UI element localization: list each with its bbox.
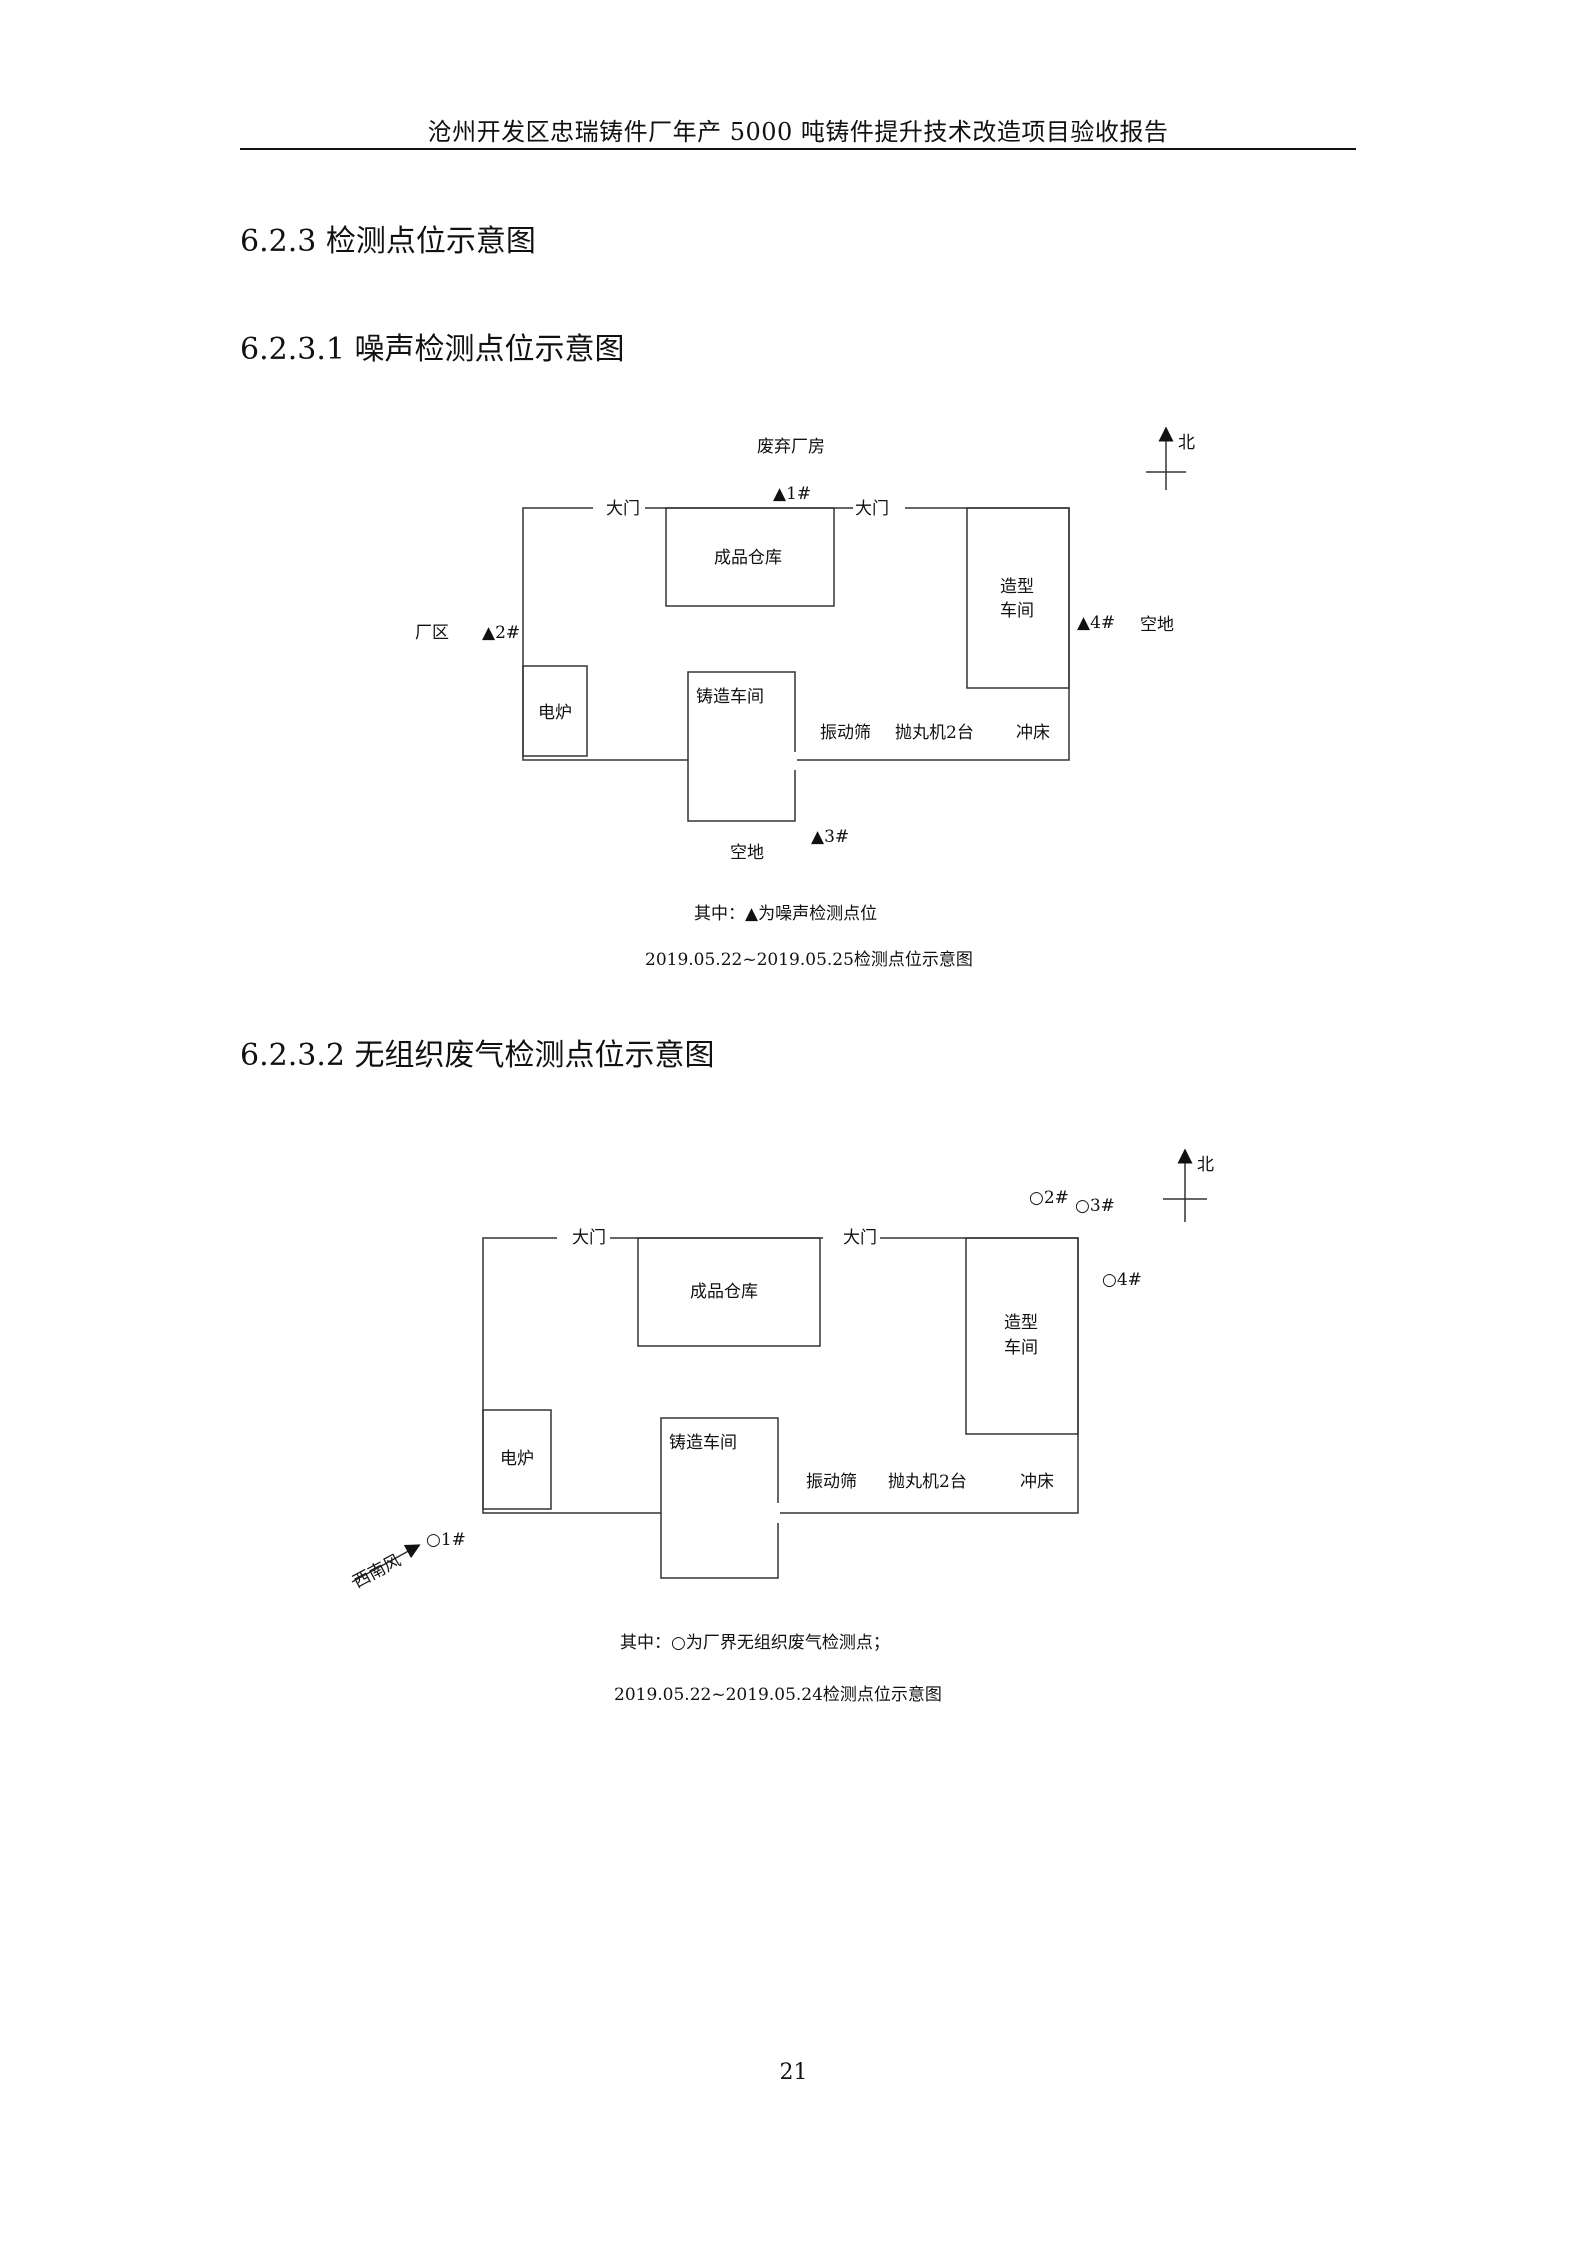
casting-workshop-label: 铸造车间 xyxy=(696,687,764,707)
gas-point-2: ○2# xyxy=(1029,1188,1069,1208)
section-heading-6-2-3-2: 6.2.3.2 无组织废气检测点位示意图 xyxy=(240,1038,715,1073)
gas-diagram-labels: 大门 大门 成品仓库 造型 车间 ○2# ○3# ○4# 电炉 铸造车间 振动筛… xyxy=(350,1155,1214,1592)
document-header: 沧州开发区忠瑞铸件厂年产 5000 吨铸件提升技术改造项目验收报告 xyxy=(427,118,1169,146)
gas-molding-label-line2: 车间 xyxy=(1004,1338,1038,1358)
gas-casting-workshop-label: 铸造车间 xyxy=(669,1433,737,1453)
gas-gate-right-label: 大门 xyxy=(843,1228,877,1248)
header-rule xyxy=(240,148,1356,150)
gas-vibrating-screen-label: 振动筛 xyxy=(806,1472,857,1492)
wind-arrow xyxy=(351,1544,421,1583)
section-heading-6-2-3-1: 6.2.3.1 噪声检测点位示意图 xyxy=(240,332,625,367)
factory-boundary-left xyxy=(522,507,688,761)
gas-gate-left-label: 大门 xyxy=(572,1228,606,1248)
gas-point-3: ○3# xyxy=(1075,1196,1115,1216)
noise-caption: 2019.05.22~2019.05.25检测点位示意图 xyxy=(645,950,973,970)
gas-diagram xyxy=(351,1148,1207,1583)
noise-point-4: ▲4# xyxy=(1077,613,1115,633)
gas-legend: 其中：○为厂界无组织废气检测点； xyxy=(620,1633,890,1653)
gas-caption: 2019.05.22~2019.05.24检测点位示意图 xyxy=(614,1685,942,1705)
molding-workshop-block xyxy=(966,507,1070,689)
abandoned-plant-label: 废弃厂房 xyxy=(757,437,825,457)
noise-diagram-labels: 废弃厂房 大门 ▲1# 大门 成品仓库 造型 车间 厂区 ▲2# ▲4# 空地 … xyxy=(415,433,1195,863)
warehouse-block xyxy=(665,507,835,607)
molding-label-line2: 车间 xyxy=(1000,601,1034,621)
gate-right-label: 大门 xyxy=(855,499,889,519)
noise-legend: 其中：▲为噪声检测点位 xyxy=(694,904,877,924)
gas-warehouse-block xyxy=(637,1237,821,1347)
furnace-label: 电炉 xyxy=(538,703,572,723)
gas-boundary-left xyxy=(482,1237,661,1514)
warehouse-label: 成品仓库 xyxy=(714,548,782,568)
open-ground-right-label: 空地 xyxy=(1140,615,1174,635)
noise-diagram xyxy=(522,426,1186,822)
gas-warehouse-label: 成品仓库 xyxy=(690,1282,758,1302)
furnace-block xyxy=(522,665,588,757)
page-number: 21 xyxy=(779,2060,808,2085)
casting-workshop-block xyxy=(687,671,796,822)
molding-label-line1: 造型 xyxy=(1000,577,1034,597)
gate-left-label: 大门 xyxy=(606,499,640,519)
gas-molding-label-line1: 造型 xyxy=(1004,1313,1038,1333)
gas-casting-workshop-block xyxy=(660,1417,779,1579)
gas-point-4: ○4# xyxy=(1102,1270,1142,1290)
section-heading-6-2-3: 6.2.3 检测点位示意图 xyxy=(240,224,536,259)
vibrating-screen-label: 振动筛 xyxy=(820,723,871,743)
gas-furnace-label: 电炉 xyxy=(500,1449,534,1469)
gas-north-label: 北 xyxy=(1197,1155,1214,1175)
noise-point-1: ▲1# xyxy=(773,484,811,504)
noise-point-3: ▲3# xyxy=(811,827,849,847)
gas-molding-workshop-block xyxy=(965,1237,1079,1435)
shot-blasting-label: 抛丸机2台 xyxy=(895,723,974,743)
gas-point-1: ○1# xyxy=(426,1530,466,1550)
gas-shot-blasting-label: 抛丸机2台 xyxy=(888,1472,967,1492)
gas-furnace-block xyxy=(482,1409,552,1510)
factory-area-label: 厂区 xyxy=(415,623,449,643)
north-label: 北 xyxy=(1178,433,1195,453)
gas-punch-press-label: 冲床 xyxy=(1020,1472,1054,1492)
open-ground-bottom-label: 空地 xyxy=(730,843,764,863)
wind-direction-label: 西南风 xyxy=(350,1551,404,1593)
punch-press-label: 冲床 xyxy=(1016,723,1050,743)
noise-point-2: ▲2# xyxy=(482,623,520,643)
